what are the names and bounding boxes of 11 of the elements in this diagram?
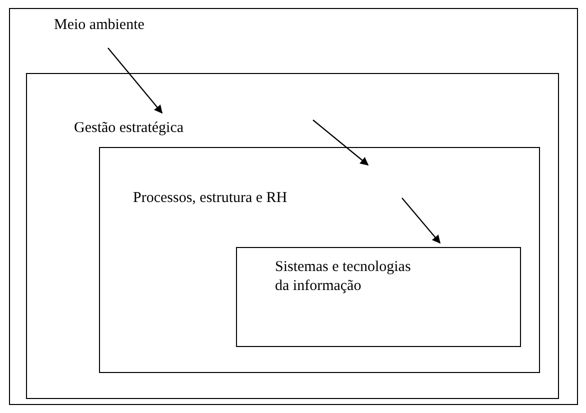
arrow [108, 48, 163, 114]
box-label: Meio ambiente [54, 17, 144, 34]
outer-box [9, 8, 578, 405]
arrow [402, 198, 441, 244]
inner-box [236, 247, 521, 347]
box-label: Processos, estrutura e RH [133, 190, 288, 207]
box-label: Gestão estratégica [74, 120, 184, 137]
nested-box [99, 147, 540, 373]
arrow [312, 120, 369, 166]
nested-box [26, 73, 559, 399]
box-label: Sistemas e tecnologias da informação [275, 258, 412, 296]
